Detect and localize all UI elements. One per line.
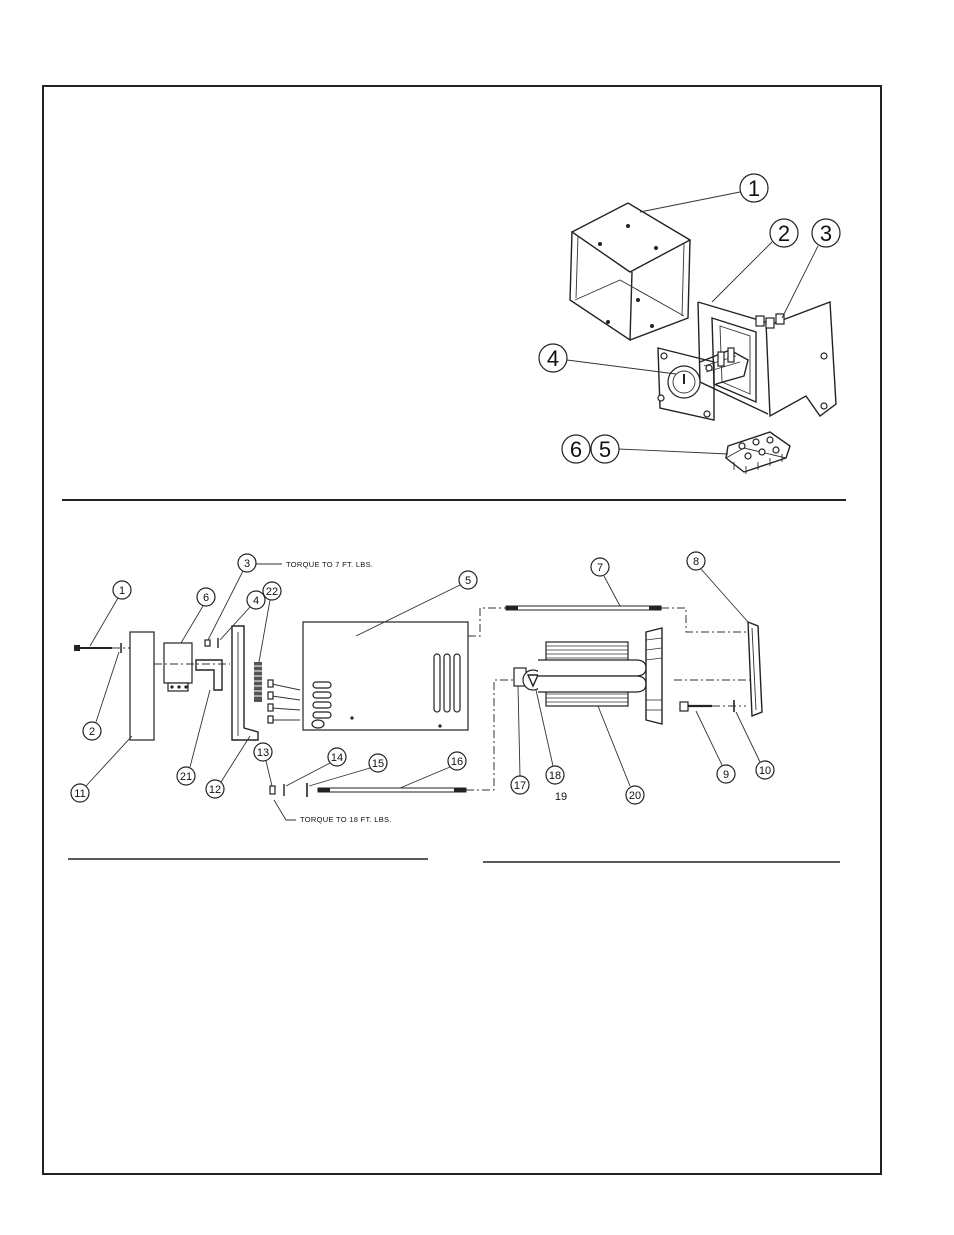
callout-11: 11 xyxy=(70,735,133,803)
svg-text:10: 10 xyxy=(759,765,771,777)
torque-note-bottom: TORQUE TO 18 FT. LBS. xyxy=(300,815,392,824)
top-assembly: 1 2 3 4 6 5 xyxy=(538,173,841,474)
svg-text:13: 13 xyxy=(257,747,269,759)
top-callout-label: 3 xyxy=(820,221,832,246)
svg-text:1: 1 xyxy=(119,585,125,597)
callout-19: 19 xyxy=(555,791,567,803)
svg-text:7: 7 xyxy=(597,562,603,574)
svg-text:22: 22 xyxy=(266,586,278,598)
long-bolt xyxy=(74,643,130,653)
top-callout-2: 2 xyxy=(711,218,799,303)
top-callout-6: 6 xyxy=(561,434,591,464)
svg-text:15: 15 xyxy=(372,758,384,770)
callout-10: 10 xyxy=(735,711,775,780)
callout-1: 1 xyxy=(89,580,132,647)
top-callout-label: 4 xyxy=(547,346,559,371)
top-callout-label: 1 xyxy=(748,176,760,201)
top-callout-label: 6 xyxy=(570,437,582,462)
front-plate xyxy=(129,631,155,741)
end-bolt xyxy=(679,700,746,712)
small-screw xyxy=(204,639,211,647)
top-callout-4: 4 xyxy=(538,343,677,375)
top-callout-5: 5 xyxy=(590,434,729,464)
tie-rod-bottom xyxy=(269,679,516,797)
callout-17: 17 xyxy=(510,685,530,795)
angle-bracket xyxy=(195,659,223,691)
bottom-assembly: TORQUE TO 7 FT. LBS. TORQUE TO 18 FT. LB… xyxy=(70,551,775,824)
svg-text:9: 9 xyxy=(723,769,729,781)
svg-text:16: 16 xyxy=(451,756,463,768)
callout-7: 7 xyxy=(590,557,621,607)
tie-rod-top xyxy=(468,605,746,637)
top-callout-1: 1 xyxy=(639,173,769,213)
callout-18: 18 xyxy=(535,689,565,785)
callout-3: 3 xyxy=(207,553,257,641)
svg-text:21: 21 xyxy=(180,771,192,783)
callout-20: 20 xyxy=(597,705,645,805)
callout-21: 21 xyxy=(176,689,211,786)
end-plate xyxy=(747,620,763,718)
svg-text:6: 6 xyxy=(203,592,209,604)
callout-13: 13 xyxy=(253,742,273,787)
svg-text:14: 14 xyxy=(331,752,343,764)
svg-text:5: 5 xyxy=(465,575,471,587)
callout-8: 8 xyxy=(686,551,749,623)
top-callout-3: 3 xyxy=(781,218,841,319)
callout-9: 9 xyxy=(695,710,736,784)
spring-coil xyxy=(254,662,262,702)
callout-16: 16 xyxy=(399,751,467,789)
svg-text:12: 12 xyxy=(209,784,221,796)
wire-leads xyxy=(267,679,301,724)
svg-text:20: 20 xyxy=(629,790,641,802)
svg-text:3: 3 xyxy=(244,558,250,570)
relay xyxy=(163,642,193,692)
top-callout-label: 5 xyxy=(599,437,611,462)
callout-12: 12 xyxy=(205,735,251,799)
svg-text:4: 4 xyxy=(253,595,259,607)
torque-note-top: TORQUE TO 7 FT. LBS. xyxy=(286,560,373,569)
terminal-block xyxy=(725,431,791,474)
page-frame xyxy=(42,85,882,1175)
svg-text:8: 8 xyxy=(693,556,699,568)
control-plate xyxy=(657,347,749,421)
callout-5: 5 xyxy=(355,570,478,637)
main-housing xyxy=(302,621,469,731)
svg-text:2: 2 xyxy=(89,726,95,738)
svg-text:11: 11 xyxy=(74,788,85,800)
callout-15: 15 xyxy=(308,753,388,787)
callout-14: 14 xyxy=(285,747,347,787)
callout-4: 4 xyxy=(219,590,266,641)
heating-element xyxy=(538,627,663,725)
cover-box xyxy=(569,202,692,342)
svg-text:17: 17 xyxy=(514,780,526,792)
top-callout-label: 2 xyxy=(778,221,790,246)
callout-22: 22 xyxy=(258,581,282,663)
side-mount xyxy=(231,625,259,741)
svg-text:18: 18 xyxy=(549,770,561,782)
callout-2: 2 xyxy=(82,651,120,741)
callout-6: 6 xyxy=(180,587,216,644)
